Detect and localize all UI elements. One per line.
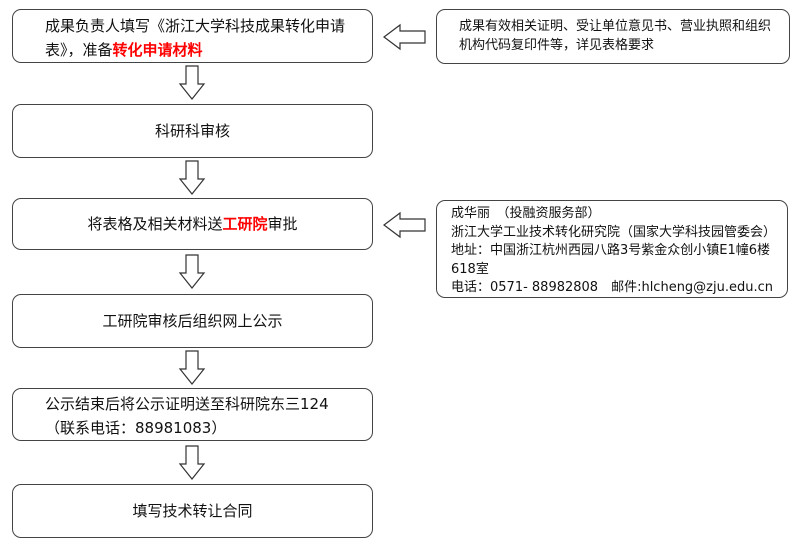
step-5-submit-proof: 公示结束后将公示证明送至科研院东三124（联系电话：88981083） xyxy=(12,388,373,441)
step-text: 公示结束后将公示证明送至科研院东三124（联系电话：88981083） xyxy=(45,395,329,437)
down-arrow-icon xyxy=(178,445,206,480)
step-6-contract: 填写技术转让合同 xyxy=(12,484,373,538)
step-text: 科研科审核 xyxy=(154,122,230,140)
down-arrow-icon xyxy=(178,350,206,385)
contact-note: 成华丽 （投融资服务部） 浙江大学工业技术转化研究院（国家大学科技园管委会） 地… xyxy=(436,200,788,298)
step-highlight: 转化申请材料 xyxy=(112,41,203,59)
materials-text: 成果有效相关证明、受让单位意见书、营业执照和组织机构代码复印件等，详见表格要求 xyxy=(459,19,772,53)
contact-name: 成华丽 （投融资服务部） xyxy=(451,206,601,221)
step-text-after: 审批 xyxy=(267,215,298,233)
contact-address: 地址：中国浙江杭州西园八路3号紫金众创小镇E1幢6楼618室 xyxy=(451,243,771,277)
step-text: 填写技术转让合同 xyxy=(132,502,253,520)
left-arrow-icon xyxy=(383,211,426,239)
step-text: 将表格及相关材料送 xyxy=(87,215,223,233)
step-3-approval: 将表格及相关材料送工研院审批 xyxy=(12,198,373,250)
down-arrow-icon xyxy=(178,254,206,289)
step-highlight: 工研院 xyxy=(222,215,268,233)
left-arrow-icon xyxy=(383,23,426,51)
down-arrow-icon xyxy=(178,65,206,100)
step-2-review: 科研科审核 xyxy=(12,104,373,158)
materials-note: 成果有效相关证明、受让单位意见书、营业执照和组织机构代码复印件等，详见表格要求 xyxy=(436,9,790,64)
down-arrow-icon xyxy=(178,160,206,195)
step-4-publicity: 工研院审核后组织网上公示 xyxy=(12,294,373,348)
step-text: 工研院审核后组织网上公示 xyxy=(102,312,283,330)
contact-org: 浙江大学工业技术转化研究院（国家大学科技园管委会） xyxy=(451,224,777,240)
contact-phone-email: 电话：0571- 88982808 邮件:hlcheng@zju.edu.cn xyxy=(451,280,773,295)
step-1-fill-application: 成果负责人填写《浙江大学科技成果转化申请表》，准备转化申请材料 xyxy=(12,9,373,63)
step-text: 成果负责人填写《浙江大学科技成果转化申请表》，准备 xyxy=(45,17,346,59)
